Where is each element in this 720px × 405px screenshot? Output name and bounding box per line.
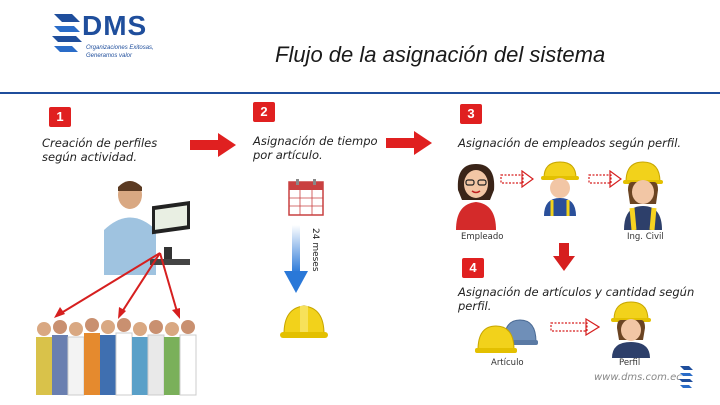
workers-group-image <box>36 318 197 396</box>
dms-logo: DMS Organizaciones Exitosas, Generamos v… <box>50 10 160 68</box>
title-divider <box>0 92 720 94</box>
civil-engineer-label: Ing. Civil <box>627 232 664 242</box>
step-4-badge: 4 <box>462 258 484 278</box>
helmets-icon <box>475 319 538 353</box>
step-2-line-2: por artículo. <box>253 148 323 162</box>
arrow-down-icon <box>284 225 308 293</box>
duration-label: 24 meses <box>310 228 320 272</box>
step-2-badge: 2 <box>253 102 275 122</box>
step-1-text: Creación de perfiles según actividad. <box>42 136 192 164</box>
step-3-text: Asignación de empleados según perfil. <box>458 136 682 150</box>
arrow-right-icon <box>386 131 432 155</box>
step-1-line-1: Creación de perfiles <box>42 136 158 150</box>
dms-small-logo-icon <box>679 366 693 388</box>
arrow-down-icon <box>553 243 575 271</box>
dotted-arrow-icon <box>588 170 622 188</box>
employee-label: Empleado <box>461 232 504 242</box>
footer-url: www.dms.com.ec <box>594 372 682 383</box>
helmet-worker-avatar <box>541 161 579 216</box>
step-4-line-2: perfil. <box>458 299 492 313</box>
step-1-badge: 1 <box>49 107 71 127</box>
article-label: Artículo <box>491 358 524 368</box>
helmet-icon <box>280 305 328 338</box>
logo-tagline-1: Organizaciones Exitosas, <box>86 45 154 51</box>
profile-avatar <box>611 301 651 358</box>
distribution-arrows-icon <box>54 252 180 319</box>
dms-logo-icon <box>52 14 82 52</box>
step-4-line-1: Asignación de artículos y cantidad según <box>458 285 695 299</box>
step-2-text: Asignación de tiempo por artículo. <box>253 134 383 162</box>
calendar-icon <box>288 179 324 216</box>
step-4-text: Asignación de artículos y cantidad según… <box>458 285 698 313</box>
step-1-line-2: según actividad. <box>42 150 137 164</box>
arrow-right-icon <box>190 133 236 157</box>
page-title: Flujo de la asignación del sistema <box>275 42 606 67</box>
profile-label: Perfil <box>619 358 641 368</box>
step-3-badge: 3 <box>460 104 482 124</box>
logo-name: DMS <box>82 10 148 41</box>
logo-tagline-2: Generamos valor <box>86 53 133 59</box>
civil-engineer-avatar <box>623 161 663 230</box>
person-at-computer-image <box>104 181 190 275</box>
dotted-arrow-icon <box>500 170 534 188</box>
dotted-arrow-icon <box>550 318 600 336</box>
employee-avatar <box>456 164 496 230</box>
step-2-line-1: Asignación de tiempo <box>253 134 378 148</box>
